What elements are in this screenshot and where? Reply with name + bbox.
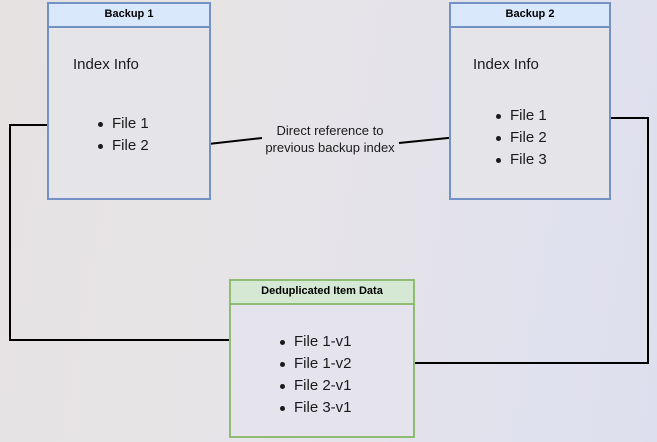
backup-2-box[interactable]: Backup 2 Index Info File 1 File 2 File 3 — [449, 2, 611, 200]
backup-1-index-info-label: Index Info — [73, 56, 139, 73]
list-item: File 2 — [495, 127, 547, 149]
backup-1-file-list: File 1 File 2 — [97, 113, 149, 157]
backup-1-title: Backup 1 — [49, 4, 209, 28]
deduplicated-file-list: File 1-v1 File 1-v2 File 2-v1 File 3-v1 — [279, 331, 352, 419]
list-item: File 1 — [97, 113, 149, 135]
direct-reference-line-2: previous backup index — [265, 140, 395, 155]
list-item: File 1 — [495, 105, 547, 127]
deduplicated-item-data-box[interactable]: Deduplicated Item Data File 1-v1 File 1-… — [229, 279, 415, 438]
backup-1-body: Index Info File 1 File 2 — [49, 28, 209, 200]
list-item: File 3-v1 — [279, 397, 352, 419]
list-item: File 3 — [495, 149, 547, 171]
backup-2-title: Backup 2 — [451, 4, 609, 28]
list-item: File 1-v2 — [279, 353, 352, 375]
backup-1-box[interactable]: Backup 1 Index Info File 1 File 2 — [47, 2, 211, 200]
deduplicated-item-data-title: Deduplicated Item Data — [231, 281, 413, 305]
list-item: File 2 — [97, 135, 149, 157]
backup-2-body: Index Info File 1 File 2 File 3 — [451, 28, 609, 200]
list-item: File 2-v1 — [279, 375, 352, 397]
backup-2-index-info-label: Index Info — [473, 56, 539, 73]
list-item: File 1-v1 — [279, 331, 352, 353]
deduplicated-item-data-body: File 1-v1 File 1-v2 File 2-v1 File 3-v1 — [231, 305, 413, 438]
backup-2-file-list: File 1 File 2 File 3 — [495, 105, 547, 171]
direct-reference-annotation: Direct reference to previous backup inde… — [264, 122, 396, 156]
direct-reference-line-1: Direct reference to — [276, 123, 384, 138]
